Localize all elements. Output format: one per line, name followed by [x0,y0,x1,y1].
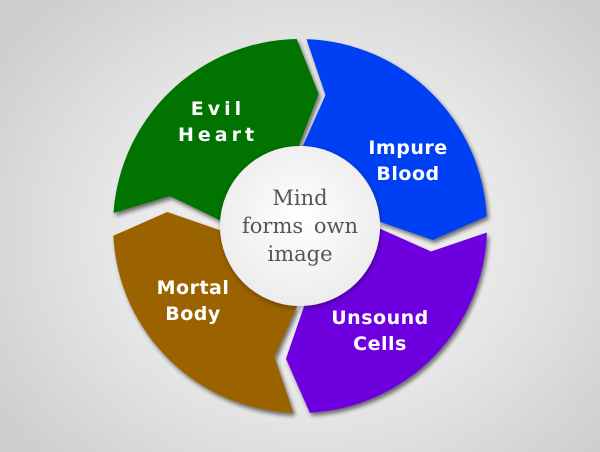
segment-label-impure-blood: Impure Blood [368,135,447,187]
center-label-line: forms own [242,214,358,238]
segment-evil-heart [113,39,319,221]
label-line: Unsound [331,307,429,329]
cycle-segments [113,39,487,413]
center-label-line: image [267,242,333,266]
label-line: Blood [376,163,440,185]
label-line: Mortal [156,277,230,299]
label-line: Evil [190,98,246,120]
segment-label-unsound-cells: Unsound Cells [331,305,428,357]
label-line: Body [165,303,221,325]
center-circle [220,146,380,306]
center-label: Mind forms own image [220,184,380,268]
segment-label-mortal-body: Mortal Body [157,275,230,327]
label-line: Heart [177,124,259,146]
center-label-line: Mind [272,186,328,210]
label-line: Impure [368,137,448,159]
segment-label-evil-heart: Evil Heart [178,96,258,148]
segment-unsound-cells [286,228,487,413]
label-line: Cells [353,333,407,355]
segment-mortal-body [113,212,298,413]
segment-impure-blood [302,39,487,240]
